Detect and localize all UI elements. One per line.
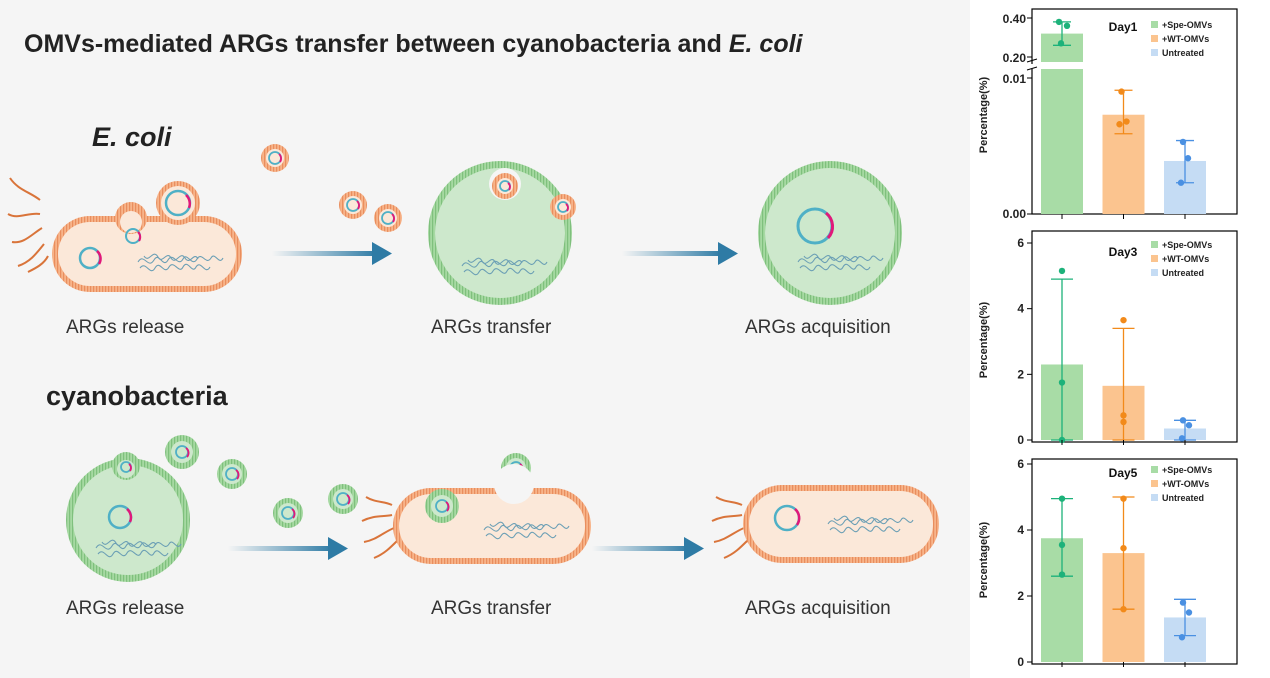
chart-day3: Percentage(%) Day3 +Spe-OMVs +WT-OMVs Un… — [978, 230, 1238, 447]
chart1-point-wt — [1116, 121, 1123, 128]
chart3-point-spe — [1058, 541, 1066, 549]
chart2-point-unt — [1178, 435, 1186, 442]
chart3-point-wt — [1120, 495, 1127, 502]
arrow-shaft-4 — [592, 546, 690, 551]
chart-day1: Percentage(%) 0.40 0.20 0.01 0.00 Day1 +… — [978, 8, 1238, 221]
chart3-legend-spe: +Spe-OMVs — [1162, 465, 1212, 475]
chart2-legend-swatch-spe — [1151, 241, 1158, 248]
chart3-legend-swatch-wt — [1151, 480, 1158, 487]
arrow-head-2 — [718, 242, 738, 265]
chart2-frame — [1031, 230, 1238, 443]
chart2-day-label: Day3 — [1109, 245, 1138, 259]
ecoli-omv-group — [261, 144, 402, 232]
chart1-point-unt — [1177, 179, 1185, 186]
title-species: E. coli — [728, 30, 803, 58]
cyano-caption-acquisition: ARGs acquisition — [745, 598, 891, 619]
arrow-head-4 — [684, 537, 704, 560]
chart2-legend-spe: +Spe-OMVs — [1162, 240, 1212, 250]
chart2-ytick-0: 0 — [1017, 433, 1024, 447]
chart1-ylabel: Percentage(%) — [978, 76, 990, 153]
arrow-shaft-3 — [228, 546, 333, 551]
chart2-legend-swatch-wt — [1151, 255, 1158, 262]
chart1-tick-0.40: 0.40 — [1003, 12, 1027, 26]
chart1-bar-spe-lower — [1041, 69, 1083, 214]
ecoli-transfer-cell — [428, 161, 576, 305]
chart3-ytick-0: 0 — [1017, 655, 1024, 669]
chart-day5: Percentage(%) Day5 +Spe-OMVs +WT-OMVs Un… — [978, 457, 1238, 669]
chart1-point-spe — [1057, 40, 1065, 47]
chart2-point-spe — [1058, 267, 1066, 275]
diagram-illustration — [7, 144, 939, 582]
chart3-ytick-4: 4 — [1017, 523, 1024, 537]
arrow-shaft-1 — [272, 251, 377, 256]
chart3-point-spe — [1058, 571, 1066, 578]
chart2-point-wt — [1120, 418, 1127, 426]
chart2-legend-unt: Untreated — [1162, 268, 1204, 278]
chart3-point-spe — [1058, 495, 1066, 502]
chart1-point-wt — [1123, 118, 1130, 125]
chart3-ytick-6: 6 — [1017, 457, 1024, 471]
chart2-ytick-6: 6 — [1017, 236, 1024, 250]
ecoli-caption-release: ARGs release — [66, 317, 185, 338]
cyano-section-label: cyanobacteria — [46, 381, 228, 411]
chart3-point-unt — [1179, 599, 1187, 606]
chart1-legend-wt: +WT-OMVs — [1162, 34, 1209, 44]
chart1-day-label: Day1 — [1109, 20, 1138, 34]
cyano-caption-transfer: ARGs transfer — [431, 598, 552, 619]
ecoli-caption-acquisition: ARGs acquisition — [745, 317, 891, 338]
chart3-ylabel: Percentage(%) — [978, 521, 990, 598]
ecoli-section-label: E. coli — [92, 122, 172, 152]
chart3-legend-wt: +WT-OMVs — [1162, 479, 1209, 489]
chart1-tick-0.00: 0.00 — [1003, 207, 1027, 221]
cyano-acquisition-cell — [711, 485, 939, 563]
chart2-point-wt — [1120, 412, 1127, 419]
arrow-head-1 — [372, 242, 392, 265]
chart1-legend-swatch-wt — [1151, 35, 1158, 42]
chart2-ylabel: Percentage(%) — [978, 301, 990, 378]
chart1-legend-unt: Untreated — [1162, 48, 1204, 58]
chart3-point-wt — [1120, 606, 1127, 613]
ecoli-acquisition-cell — [758, 161, 902, 305]
ecoli-caption-transfer: ARGs transfer — [431, 317, 552, 338]
cyano-release-cell — [66, 435, 199, 582]
chart1-legend-swatch-unt — [1151, 49, 1158, 56]
chart2-ytick-2: 2 — [1017, 367, 1024, 381]
chart3-point-unt — [1185, 609, 1193, 616]
arrow-shaft-2 — [622, 251, 722, 256]
chart1-legend-spe: +Spe-OMVs — [1162, 20, 1212, 30]
chart1-tick-0.01: 0.01 — [1003, 72, 1027, 86]
chart3-point-wt — [1120, 544, 1127, 552]
chart1-axis-break — [1027, 64, 1037, 69]
cyano-caption-release: ARGs release — [66, 598, 185, 619]
chart1-point-wt — [1118, 88, 1125, 95]
chart1-point-spe — [1055, 18, 1063, 26]
chart3-legend-unt: Untreated — [1162, 493, 1204, 503]
chart3-legend-swatch-spe — [1151, 466, 1158, 473]
chart1-point-spe — [1063, 22, 1071, 29]
chart-panel: Percentage(%) 0.40 0.20 0.01 0.00 Day1 +… — [970, 0, 1270, 678]
chart2-point-unt — [1179, 417, 1187, 424]
chart3-frame — [1031, 458, 1238, 665]
chart2-legend-wt: +WT-OMVs — [1162, 254, 1209, 264]
chart3-legend-swatch-unt — [1151, 494, 1158, 501]
chart2-point-wt — [1120, 316, 1127, 324]
chart1-tick-0.20: 0.20 — [1003, 51, 1027, 65]
charts-svg: Percentage(%) 0.40 0.20 0.01 0.00 Day1 +… — [978, 8, 1238, 669]
chart2-legend-swatch-unt — [1151, 269, 1158, 276]
arrow-head-3 — [328, 537, 348, 560]
chart3-ytick-2: 2 — [1017, 589, 1024, 603]
chart1-legend-swatch-spe — [1151, 21, 1158, 28]
chart1-point-unt — [1179, 138, 1187, 146]
chart3-point-unt — [1178, 634, 1186, 641]
figure-title: OMVs-mediated ARGs transfer between cyan… — [24, 30, 802, 59]
chart2-point-unt — [1185, 422, 1193, 429]
title-text: OMVs-mediated ARGs transfer between cyan… — [24, 30, 729, 58]
chart2-ytick-4: 4 — [1017, 302, 1024, 316]
chart3-day-label: Day5 — [1109, 466, 1138, 480]
chart2-point-spe — [1058, 379, 1066, 386]
diagram-panel: OMVs-mediated ARGs transfer between cyan… — [7, 30, 939, 619]
cyano-transfer-cell — [361, 464, 591, 564]
chart1-point-unt — [1184, 155, 1192, 162]
ecoli-release-cell — [7, 177, 242, 292]
